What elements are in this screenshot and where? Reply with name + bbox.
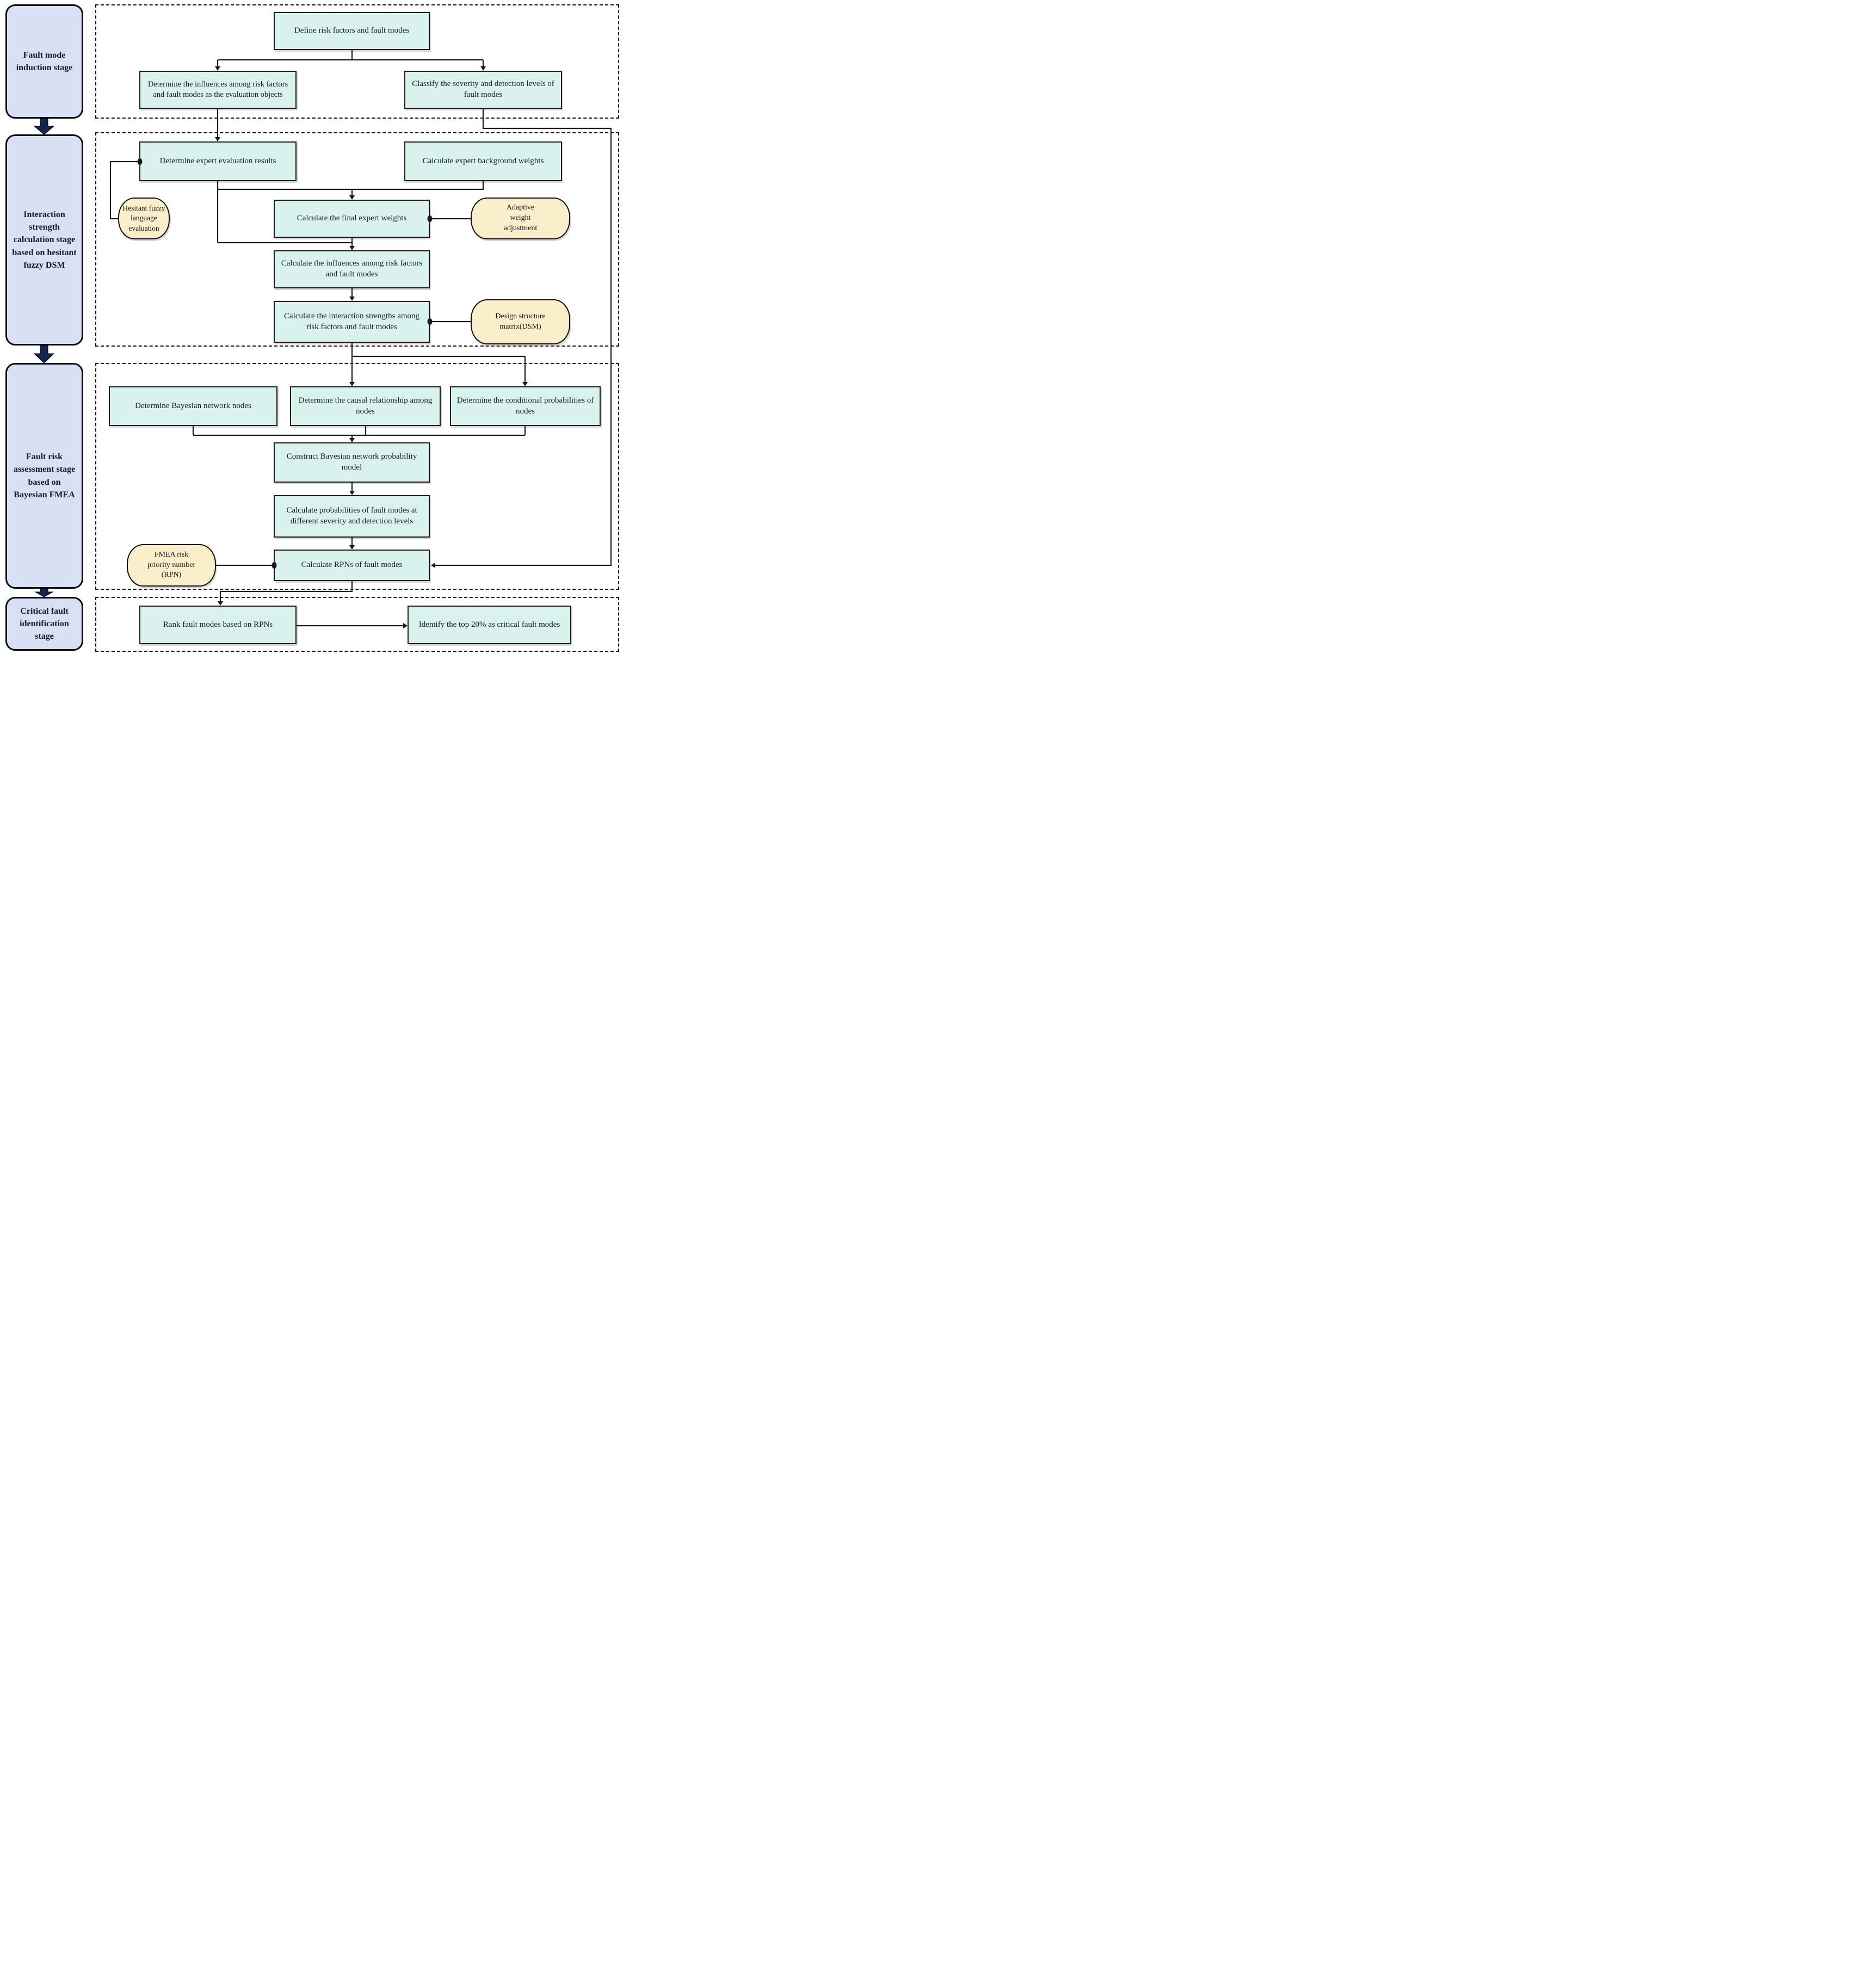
callout-fmea-rpn: FMEA risk priority number (RPN): [127, 544, 216, 587]
stage-arrow-icon: [33, 345, 55, 363]
node-bayesian-network-nodes: Determine Bayesian network nodes: [109, 386, 277, 426]
flowchart-canvas: Fault mode induction stage Interaction s…: [0, 0, 625, 656]
stage-label-fault-mode-induction: Fault mode induction stage: [5, 4, 83, 119]
node-calculate-influences: Calculate the influences among risk fact…: [274, 250, 430, 288]
stage-label-interaction-strength: Interaction strength calculation stage b…: [5, 134, 83, 346]
node-conditional-probabilities: Determine the conditional probabilities …: [450, 386, 601, 426]
node-calculate-probabilities: Calculate probabilities of fault modes a…: [274, 495, 430, 538]
stage-label-fault-risk-assessment: Fault risk assessment stage based on Bay…: [5, 363, 83, 589]
node-causal-relationship: Determine the causal relationship among …: [290, 386, 441, 426]
node-expert-background-weights: Calculate expert background weights: [404, 141, 562, 181]
node-define-risk-factors: Define risk factors and fault modes: [274, 12, 430, 50]
node-interaction-strengths: Calculate the interaction strengths amon…: [274, 301, 430, 343]
node-calculate-rpns: Calculate RPNs of fault modes: [274, 550, 430, 581]
node-final-expert-weights: Calculate the final expert weights: [274, 200, 430, 238]
node-rank-fault-modes: Rank fault modes based on RPNs: [139, 606, 297, 644]
node-construct-bayesian-model: Construct Bayesian network probability m…: [274, 442, 430, 483]
node-determine-influences-objects: Determine the influences among risk fact…: [139, 71, 297, 109]
callout-adaptive-weight: Adaptive weight adjustment: [471, 198, 570, 239]
callout-design-structure-matrix: Design structure matrix(DSM): [471, 299, 570, 344]
node-classify-severity-detection: Classify the severity and detection leve…: [404, 71, 562, 109]
node-identify-top-20: Identify the top 20% as critical fault m…: [408, 606, 571, 644]
stage-arrow-icon: [33, 118, 55, 135]
callout-hesitant-fuzzy: Hesitant fuzzy language evaluation: [118, 198, 170, 239]
stage-arrow-icon: [34, 588, 54, 597]
stage-label-critical-fault-identification: Critical fault identification stage: [5, 597, 83, 651]
node-expert-evaluation-results: Determine expert evaluation results: [139, 141, 297, 181]
